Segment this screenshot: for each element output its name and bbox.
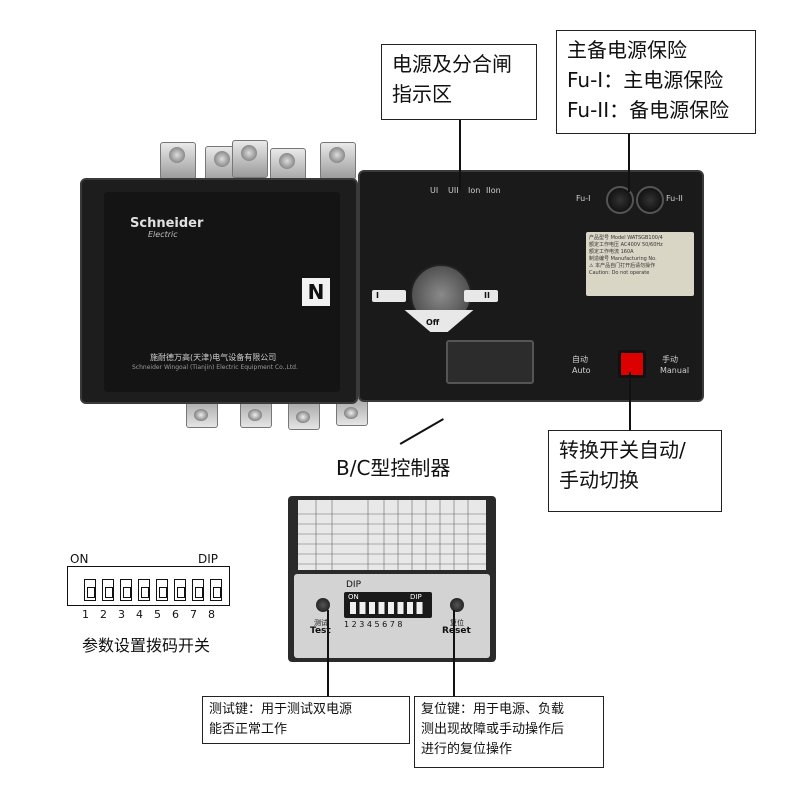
- indicator-uii: UII: [448, 186, 459, 195]
- fuse-callout-line2: Fu-I：主电源保险: [567, 68, 724, 92]
- controller-caption: B/C型控制器: [336, 456, 451, 480]
- breaker-cover-panel: [104, 192, 340, 392]
- test-button[interactable]: [316, 598, 330, 612]
- top-terminal-3: [232, 140, 268, 178]
- dip-num-1: 1: [82, 608, 89, 621]
- switch-callout: 转换开关自动/ 手动切换: [548, 430, 722, 512]
- bottom-terminal-3: [288, 402, 320, 430]
- controller-photo: DIP ON DIP 1 2 3 4 5 6 7 8 测试 Test 复位 Re…: [288, 496, 496, 662]
- ctrl-dip-switch[interactable]: ON DIP: [344, 592, 432, 618]
- dip-diagram-on: ON: [70, 552, 89, 566]
- switch-callout-line1: 转换开关自动/: [559, 438, 686, 462]
- control-panel: UI UII Ion IIon Fu-I Fu-II 产品型号 Model WA…: [358, 170, 704, 402]
- dip-slot-2: [102, 579, 114, 601]
- fuse-callout: 主备电源保险 Fu-I：主电源保险 Fu-II：备电源保险: [556, 30, 756, 134]
- fuse-callout-line3: Fu-II：备电源保险: [567, 98, 730, 122]
- dip-slot-8: [210, 579, 222, 601]
- dip-switch-diagram: [67, 566, 230, 606]
- test-callout-line1: 测试键：用于测试双电源: [209, 702, 353, 717]
- controller-window: [446, 340, 534, 384]
- dip-slot-6: [174, 579, 186, 601]
- maker-cn: 施耐德万高(天津)电气设备有限公司: [150, 353, 277, 362]
- dip-diagram-dip: DIP: [198, 552, 219, 566]
- reset-callout-line3: 进行的复位操作: [421, 742, 513, 757]
- bottom-terminal-2: [240, 400, 272, 428]
- ctrl-dip-numbers: 1 2 3 4 5 6 7 8: [344, 620, 403, 629]
- breaker-cover: Schneider Electric N 施耐德万高(天津)电气设备有限公司 S…: [80, 178, 358, 404]
- test-cn: 测试: [314, 619, 328, 627]
- dip-slot-5: [156, 579, 168, 601]
- test-en: Test: [310, 626, 331, 636]
- test-callout-line2: 能否正常工作: [209, 722, 288, 737]
- fuse1-label: Fu-I: [576, 194, 591, 203]
- fuse-leader-line: [628, 134, 630, 192]
- dip-num-6: 6: [172, 608, 179, 621]
- ctrl-dip-keys: [350, 602, 426, 614]
- dip-slot-1: [84, 579, 96, 601]
- indicator-area-callout: 电源及分合闸 指示区: [381, 44, 537, 120]
- handle-left-label: I: [376, 291, 379, 300]
- indicator-ui: UI: [430, 186, 439, 195]
- dip-num-5: 5: [154, 608, 161, 621]
- switch-callout-line2: 手动切换: [559, 468, 639, 492]
- auto-en: Auto: [572, 366, 591, 375]
- handle-left-tab: [372, 290, 406, 302]
- test-leader-line: [327, 610, 329, 696]
- dip-num-4: 4: [136, 608, 143, 621]
- bottom-terminal-1: [186, 400, 218, 428]
- indicator-leader-line: [459, 120, 461, 190]
- top-terminal-1: [160, 142, 196, 180]
- ctrl-dip-label: DIP: [346, 580, 362, 590]
- dip-num-3: 3: [118, 608, 125, 621]
- reset-callout-line2: 测出现故障或手动操作后: [421, 722, 565, 737]
- indicator-iion: IIon: [486, 186, 501, 195]
- settings-table-grid: [298, 500, 486, 570]
- controller-leader-h: [399, 418, 444, 445]
- dip-caption: 参数设置拨码开关: [82, 636, 211, 655]
- fuse-callout-line1: 主备电源保险: [567, 38, 687, 62]
- test-callout: 测试键：用于测试双电源 能否正常工作: [202, 696, 410, 744]
- fuse-1-holder[interactable]: [606, 186, 634, 214]
- dip-slot-3: [120, 579, 132, 601]
- reset-button[interactable]: [450, 598, 464, 612]
- reset-callout-line1: 复位键：用于电源、负载: [421, 702, 565, 717]
- auto-cn: 自动: [572, 355, 588, 364]
- reset-cn: 复位: [450, 619, 464, 627]
- fuse2-label: Fu-II: [666, 194, 683, 203]
- brand-logo: Schneider: [130, 216, 204, 231]
- auto-manual-switch[interactable]: [618, 350, 646, 378]
- handle-right-tab: [464, 290, 498, 302]
- maker-en: Schneider Wingoal (Tianjin) Electric Equ…: [132, 364, 298, 371]
- dip-num-2: 2: [100, 608, 107, 621]
- ctrl-dip-dip: DIP: [410, 593, 422, 601]
- reset-leader-line: [453, 610, 455, 696]
- n-label-text: N: [307, 280, 325, 304]
- dip-slot-7: [192, 579, 204, 601]
- handle-off-label: Off: [426, 318, 440, 327]
- dip-num-7: 7: [190, 608, 197, 621]
- manual-cn: 手动: [662, 355, 678, 364]
- top-terminal-5: [320, 142, 356, 180]
- switch-leader-line: [629, 372, 631, 430]
- manual-en: Manual: [660, 366, 690, 375]
- controller-panel: DIP ON DIP 1 2 3 4 5 6 7 8 测试 Test 复位 Re…: [294, 574, 490, 658]
- fuse-2-holder[interactable]: [636, 186, 664, 214]
- indicator-callout-line2: 指示区: [392, 82, 452, 106]
- indicator-ion: Ion: [468, 186, 481, 195]
- handle-right-label: II: [484, 291, 490, 300]
- ctrl-dip-on: ON: [348, 593, 359, 601]
- brand-sub: Electric: [148, 230, 178, 239]
- reset-callout: 复位键：用于电源、负载 测出现故障或手动操作后 进行的复位操作: [414, 696, 604, 768]
- dip-slot-4: [138, 579, 150, 601]
- n-label: N: [302, 278, 330, 306]
- indicator-callout-line1: 电源及分合闸: [392, 52, 512, 76]
- reset-en: Reset: [442, 626, 471, 636]
- settings-table: [298, 500, 486, 570]
- dip-num-8: 8: [208, 608, 215, 621]
